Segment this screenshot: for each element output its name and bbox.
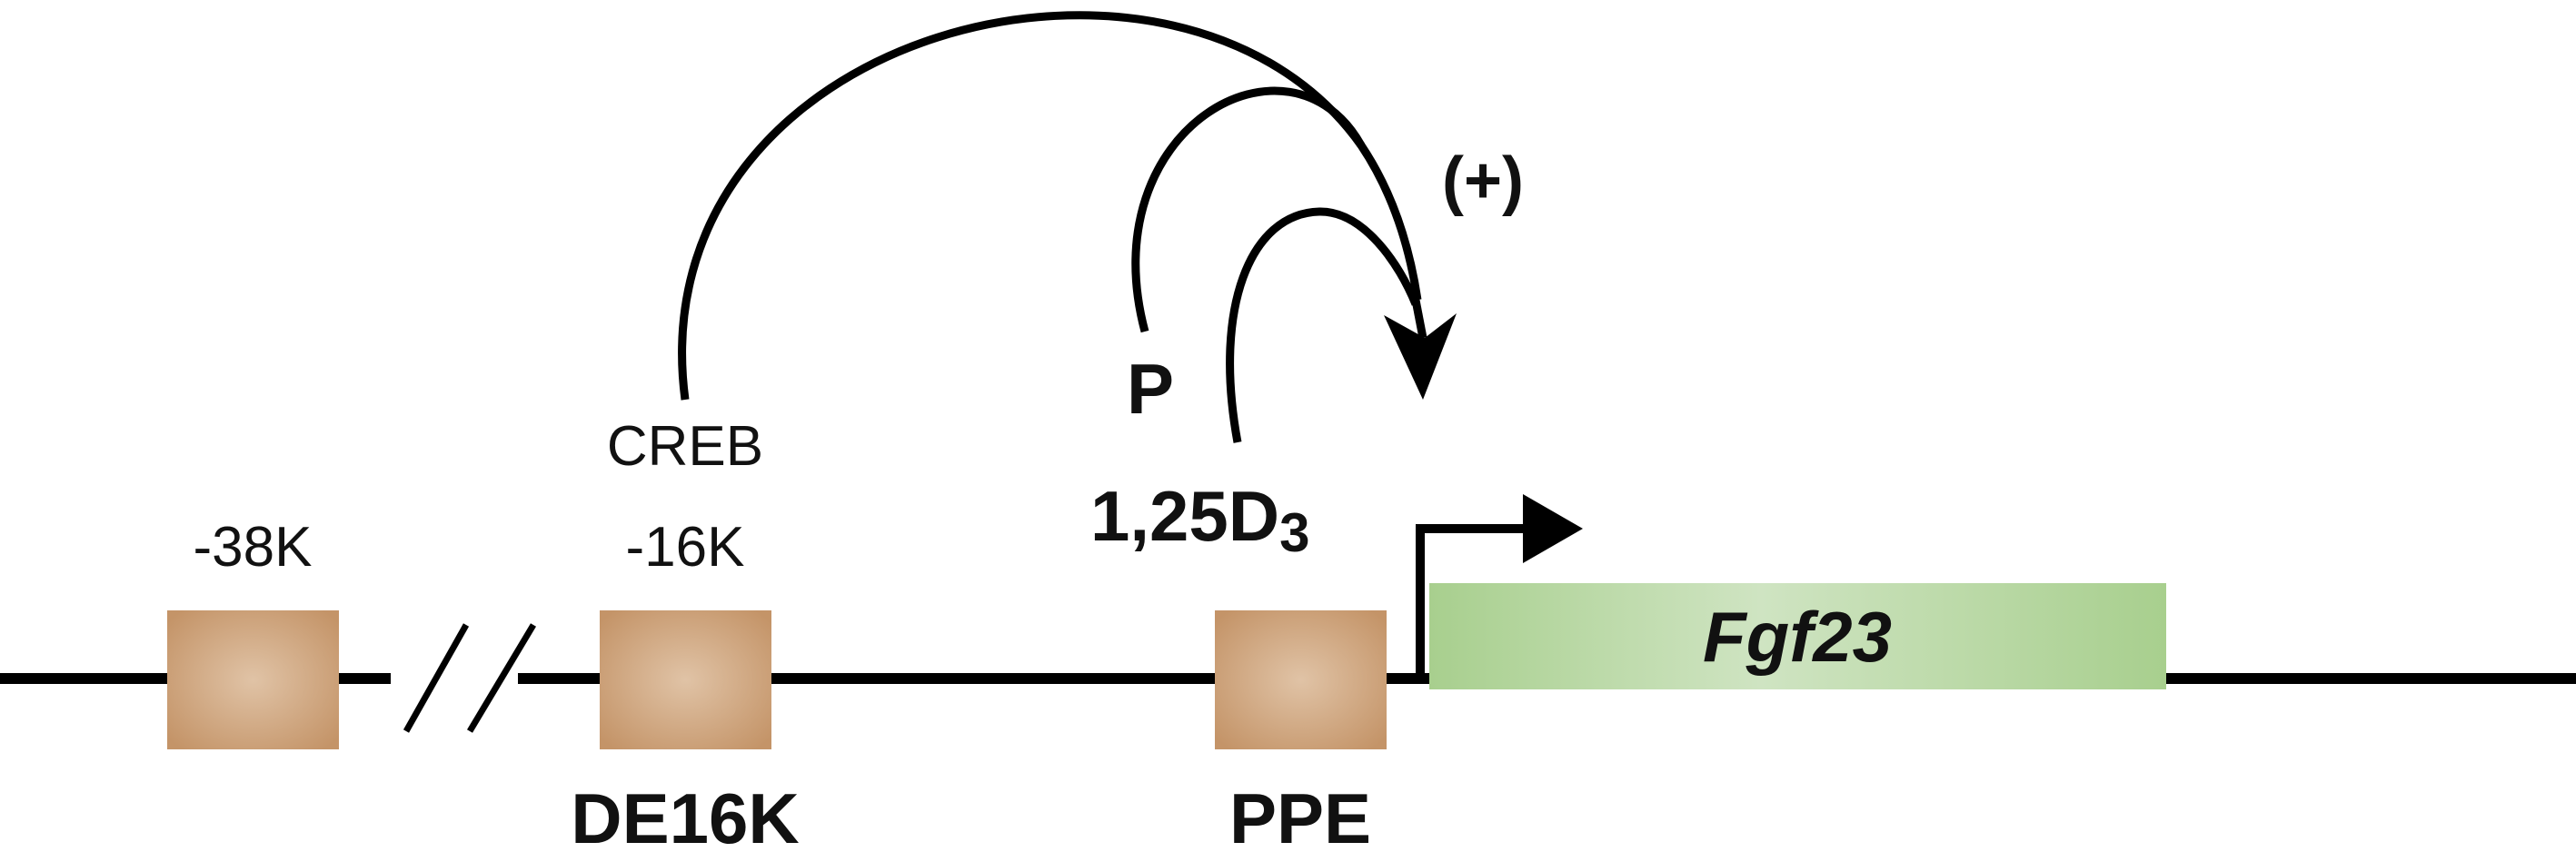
positive-effect-label: (+) <box>1442 144 1524 217</box>
vitamin-d-arc <box>1226 207 1420 443</box>
creb-label: CREB <box>607 415 763 478</box>
element-bottom-label-ppe: PPE <box>1229 778 1371 852</box>
phosphate-arc <box>1131 86 1365 333</box>
element-box-de16k <box>600 610 771 749</box>
arc-convergence-stem <box>1409 290 1427 339</box>
element-box-ppe <box>1215 610 1387 749</box>
gene-box <box>1429 583 2166 689</box>
activation-arrowhead <box>1384 313 1457 400</box>
vitamin-d-subscript: 3 <box>1279 502 1309 563</box>
element-box-38k <box>167 610 339 749</box>
phosphate-label: P <box>1127 349 1174 429</box>
creb-arc <box>678 11 1422 401</box>
break-mark-left <box>403 623 470 733</box>
gene-label: Fgf23 <box>1703 597 1892 677</box>
tss-arrow-head <box>1523 494 1583 563</box>
element-top-label-16k: -16K <box>626 516 745 579</box>
element-bottom-label-de16k: DE16K <box>571 778 799 852</box>
vitamin-d-label: 1,25D3 <box>1090 476 1310 563</box>
vitamin-d-main: 1,25D <box>1090 476 1279 556</box>
tss-arrow-stem <box>1416 524 1529 683</box>
break-mark-right <box>466 623 537 733</box>
element-top-label-38k: -38K <box>194 516 313 579</box>
